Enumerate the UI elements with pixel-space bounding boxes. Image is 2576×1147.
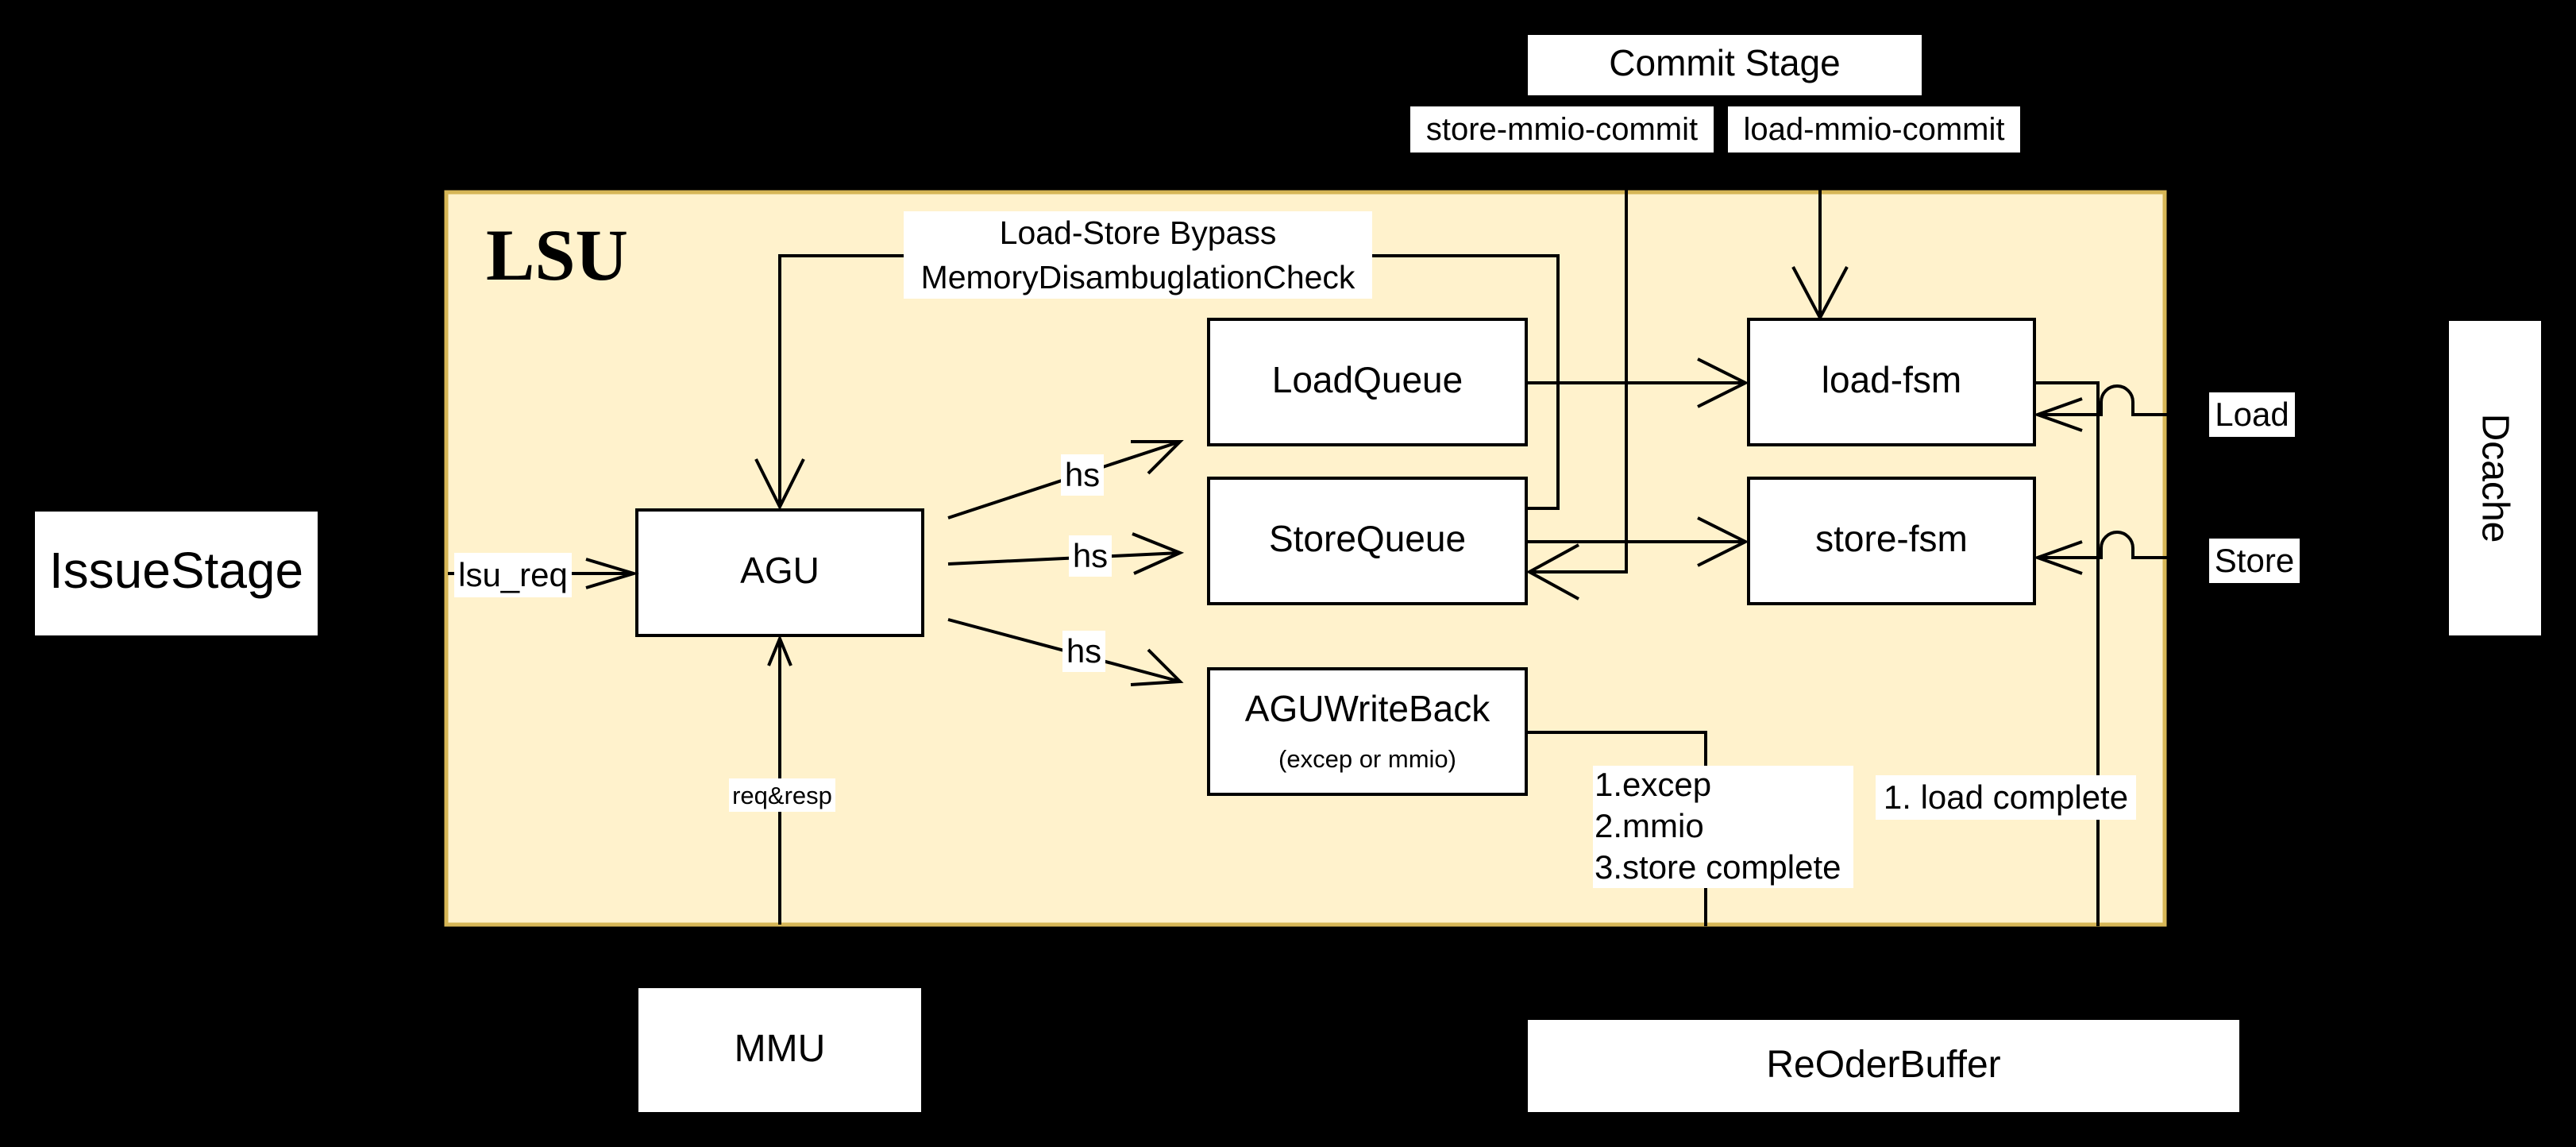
lsu-req-label: lsu_req [458,556,568,593]
commit-stage-block [1528,35,1922,95]
store-mmio-commit-arrowhead [1525,543,1579,601]
loadqueue-to-loadfsm-arrowhead [1697,357,1749,408]
load-mmio-commit-label: load-mmio-commit [1744,112,2005,147]
loadfsm-to-rob-line [2034,381,2100,926]
store-queue-box [1207,477,1528,605]
reorder-buffer-block [1528,1020,2239,1112]
store-mmio-commit-label-bg [1410,106,1714,153]
agu-write-back-label: AGUWriteBack [1245,688,1490,729]
load-complete-label-bg [1876,775,2136,820]
agu-write-back-note: (excep or mmio) [1278,745,1456,773]
req-resp-arrowhead [767,634,792,666]
commit-stage-label: Commit Stage [1609,42,1840,83]
hs-store-line [947,551,1181,566]
store-mmio-commit-label: store-mmio-commit [1426,112,1698,147]
hs-load-label-bg [1061,454,1104,496]
load-queue-box [1207,318,1528,446]
hs-store-label: hs [1073,537,1108,574]
wb-line-3: 3.store complete [1595,848,1841,886]
hs-store-arrowhead [1132,532,1185,575]
dcache-load-line [2038,384,2212,416]
store-fsm-box [1747,477,2036,605]
agu-write-back-box [1207,667,1528,796]
hs-wb-label-bg [1062,631,1105,672]
lsu-req-label-bg [454,553,572,597]
load-queue-label: LoadQueue [1272,359,1463,400]
bypass-arrowhead [754,458,805,511]
req-resp-label-bg [729,778,835,812]
bypass-label-line1: Load-Store Bypass [1000,214,1277,251]
wb-lines-label-bg [1593,766,1853,888]
issue-stage-block [35,512,318,635]
bypass-label-bg [904,211,1372,299]
bypass-label-line2: MemoryDisambuglationCheck [921,259,1355,295]
lsu-title: LSU [486,214,628,295]
hs-store-label-bg [1069,535,1112,577]
agu-box [635,508,924,637]
mmu-label: MMU [735,1028,826,1070]
load-fsm-box [1747,318,2036,446]
load-complete-label: 1. load complete [1884,778,2128,816]
hs-wb-arrowhead [1130,648,1184,686]
dcache-store-line [2038,531,2212,559]
store-queue-label: StoreQueue [1269,518,1466,559]
dcache-store-arrowhead [2033,540,2083,575]
agu-label: AGU [740,550,819,591]
storequeue-to-storefsm-arrowhead [1697,516,1749,567]
wb-line-2: 2.mmio [1595,807,1704,844]
hs-load-arrowhead [1131,440,1184,475]
store-mmio-commit-line [1529,149,1628,574]
hs-wb-label: hs [1066,632,1101,670]
dcache-store-label: Store [2215,542,2294,579]
req-resp-label: req&resp [732,782,832,809]
load-mmio-commit-label-bg [1728,106,2020,153]
reorder-buffer-label: ReOderBuffer [1766,1044,2000,1086]
lsu-req-arrowhead [585,558,639,589]
dcache-block [2449,321,2541,635]
wb-line-1: 1.excep [1595,766,1711,803]
dcache-load-arrowhead [2033,397,2083,432]
dcache-load-label: Load [2215,396,2289,433]
bypass-loop-line [778,254,1560,510]
dcache-store-label-bg [2209,539,2300,583]
load-mmio-commit-arrowhead [1791,266,1849,322]
dcache-label: Dcache [2474,414,2516,543]
mmu-block [638,988,921,1112]
issue-stage-label: IssueStage [49,542,303,599]
hs-load-label: hs [1065,456,1100,493]
load-fsm-label: load-fsm [1822,359,1961,400]
store-fsm-label: store-fsm [1815,518,1968,559]
dcache-load-label-bg [2209,392,2295,437]
